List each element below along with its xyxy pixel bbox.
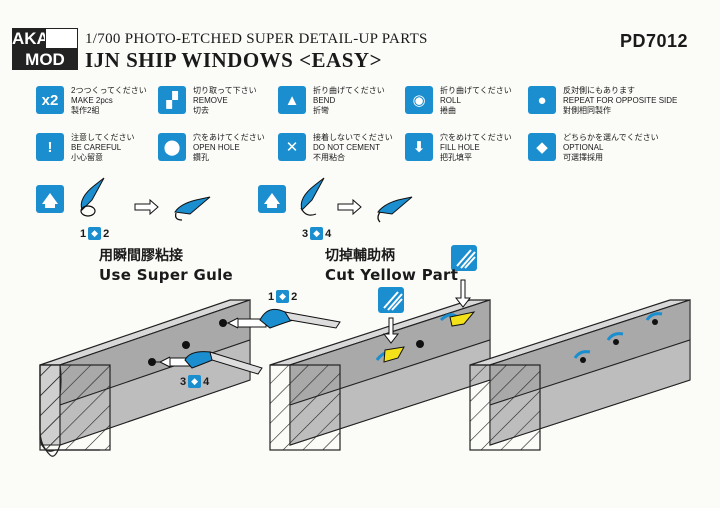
optional-icon: ◆: [188, 375, 202, 388]
step-label-beam-b: 3◆4: [180, 375, 210, 388]
cut-icon: ▞: [158, 86, 186, 114]
roll-icon: ◉: [405, 86, 433, 114]
open-hole-icon: ⬤: [158, 133, 186, 161]
beam-middle: [269, 245, 491, 451]
cut-label-zh: 切掉輔助柄: [325, 248, 395, 264]
bend-icon: ▲: [278, 86, 306, 114]
opposite-side-icon: ●: [528, 86, 556, 114]
step-label-left: 1◆2: [80, 227, 110, 240]
cut-label-en: Cut Yellow Part: [325, 266, 459, 284]
product-code: PD7012: [619, 31, 688, 51]
step-label-right: 3◆4: [302, 227, 332, 240]
sheet-title: IJN SHIP WINDOWS <EASY>: [85, 48, 383, 72]
optional-icon: ◆: [310, 227, 324, 240]
optional-icon: ◆: [528, 133, 556, 161]
bend-step-left: [36, 177, 211, 221]
optional-icon: ◆: [88, 227, 102, 240]
fill-hole-icon: ⬇: [405, 133, 433, 161]
beam-right: [469, 299, 691, 451]
beam-left: [39, 299, 341, 457]
optional-icon: ◆: [276, 290, 290, 303]
glue-label-en: Use Super Gule: [99, 266, 234, 284]
no-cement-icon: ✕: [278, 133, 306, 161]
bend-step-right: [258, 177, 413, 223]
sheet-subtitle: 1/700 PHOTO-ETCHED SUPER DETAIL-UP PARTS: [85, 31, 428, 47]
logo-top: AKA: [12, 28, 49, 49]
careful-icon: !: [36, 133, 64, 161]
akamod-logo: AKA MOD: [12, 28, 78, 70]
x2-icon: x2: [36, 86, 64, 114]
glue-label-zh: 用瞬間膠粘接: [99, 248, 183, 264]
logo-bottom: MOD: [12, 49, 78, 70]
step-label-beam-a: 1◆2: [268, 290, 298, 303]
